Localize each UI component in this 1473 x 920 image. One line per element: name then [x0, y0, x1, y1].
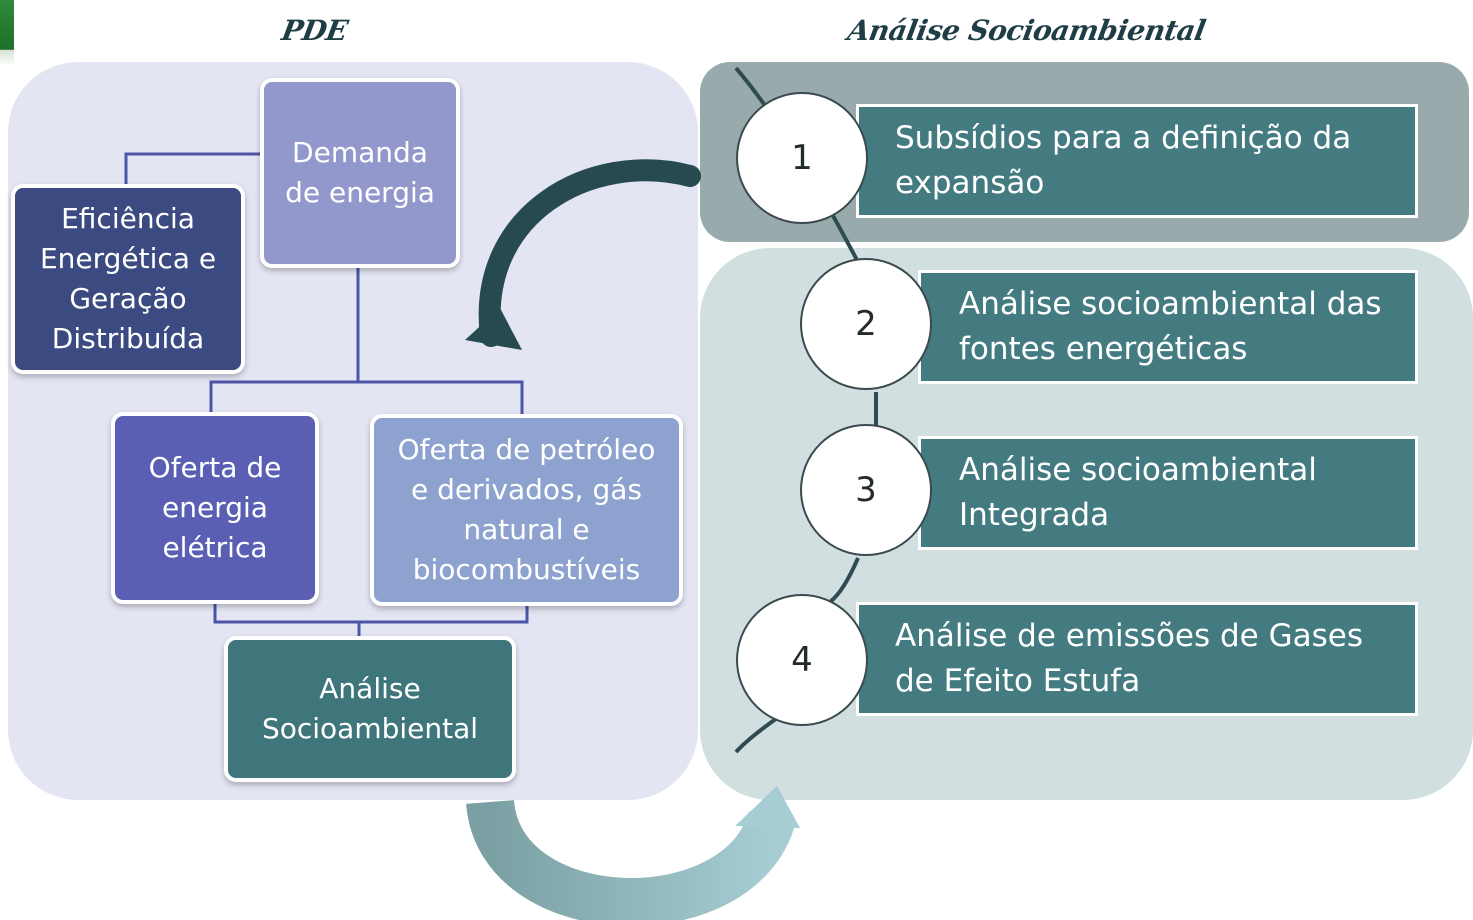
box-demanda-energia: Demanda de energia: [260, 78, 460, 268]
box-oferta-petroleo-label: Oferta de petróleo e derivados, gás natu…: [397, 433, 656, 586]
box-analise-socioambiental: Análise Socioambiental: [224, 636, 516, 782]
step-box-1: Subsídios para a definição da expansão: [856, 104, 1418, 218]
step-circle-2: 2: [800, 258, 932, 390]
tree-connectors: [124, 152, 529, 638]
u-turn-arrow-icon: [466, 786, 800, 920]
connector-ofertas-branch: [209, 380, 524, 414]
logo-fragment: [0, 0, 14, 66]
box-oferta-eletrica-label: Oferta de energia elétrica: [148, 451, 282, 564]
step-circle-1: 1: [736, 92, 868, 224]
step-circle-3: 3: [800, 424, 932, 556]
box-demanda-label: Demanda de energia: [285, 136, 435, 209]
step-circle-4: 4: [736, 594, 868, 726]
box-eficiencia-label: Eficiência Energética e Geração Distribu…: [39, 202, 217, 355]
box-oferta-petroleo: Oferta de petróleo e derivados, gás natu…: [370, 414, 683, 606]
box-eficiencia-energetica: Eficiência Energética e Geração Distribu…: [11, 184, 245, 374]
step-box-4: Análise de emissões de Gases de Efeito E…: [856, 602, 1418, 716]
step-box-3: Análise socioambiental Integrada: [918, 436, 1418, 550]
box-oferta-eletrica: Oferta de energia elétrica: [111, 412, 319, 604]
step-box-2: Análise socioambiental das fontes energé…: [918, 270, 1418, 384]
connector-demanda-eficiencia: [124, 152, 262, 186]
box-analise-label: Análise Socioambiental: [261, 672, 479, 745]
connector-ofertas-join: [213, 602, 529, 624]
curved-arrow-icon: [465, 159, 701, 350]
